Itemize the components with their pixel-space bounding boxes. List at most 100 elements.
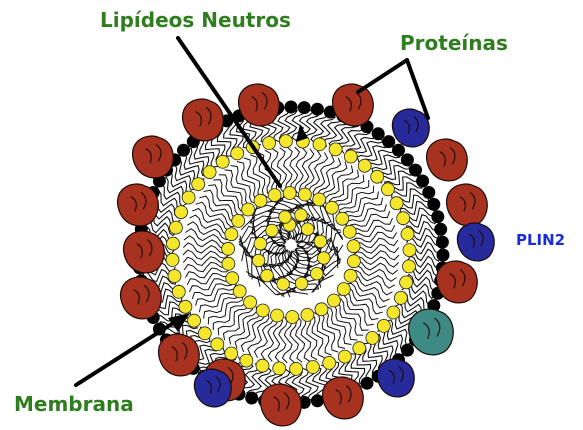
plin2-protein-body <box>377 359 414 397</box>
lipid-head <box>225 228 238 241</box>
membrane-headgroup <box>298 101 311 114</box>
lipid-head <box>401 228 414 241</box>
lipid-head <box>306 361 319 374</box>
lipid-head <box>347 240 360 253</box>
lipid-head <box>323 356 336 369</box>
lipid-head <box>403 260 416 273</box>
red-protein <box>447 184 488 226</box>
lipid-head <box>277 278 290 291</box>
lipid-head <box>313 138 326 151</box>
lipid-head <box>279 211 292 224</box>
lipid-head <box>394 291 407 304</box>
red-protein <box>124 231 165 273</box>
membrane-headgroup <box>372 127 385 140</box>
tail-line <box>296 317 305 363</box>
lipid-head <box>188 314 201 327</box>
red-protein-body <box>124 231 165 273</box>
membrane-headgroup <box>401 344 414 357</box>
lipid-head <box>225 347 238 360</box>
membrane-headgroup <box>437 249 450 262</box>
membrane-label: Membrana <box>14 394 134 414</box>
lipid-head <box>295 277 308 290</box>
lipid-head <box>192 178 205 191</box>
red-protein <box>183 99 224 141</box>
plin2-protein <box>392 109 429 147</box>
red-protein-body <box>447 184 488 226</box>
lipid-head <box>315 303 328 316</box>
lipid-head <box>211 338 224 351</box>
lipid-head <box>263 137 276 150</box>
lipid-head <box>256 304 269 317</box>
lipid-head <box>301 308 314 321</box>
lipid-head <box>343 225 356 238</box>
lipid-head <box>216 155 229 168</box>
tail-line <box>348 279 390 301</box>
lipid-head <box>231 147 244 160</box>
membrane-headgroup <box>392 144 405 157</box>
membrane-headgroup <box>245 392 258 405</box>
membrane-headgroup <box>285 101 298 114</box>
lipid-head <box>318 252 331 265</box>
red-protein-body <box>159 334 200 376</box>
tail-line <box>187 272 231 285</box>
lipid-head <box>311 267 324 280</box>
membrane-headgroup <box>311 103 324 116</box>
plin2-protein-body <box>194 369 231 407</box>
tail-line <box>326 306 352 344</box>
proteins-label: Proteínas <box>400 33 508 53</box>
lipid-head <box>286 311 299 324</box>
lipid-head <box>182 191 195 204</box>
red-protein-body <box>323 377 364 419</box>
lipid-head <box>314 235 327 248</box>
plin2-protein-body <box>457 223 494 261</box>
lipid-head <box>347 255 360 268</box>
lipid-head <box>313 193 326 206</box>
lipid-head <box>203 166 216 179</box>
lipid-head <box>327 294 340 307</box>
red-protein-body <box>183 99 224 141</box>
lipid-head <box>353 342 366 355</box>
lipid-head <box>232 214 245 227</box>
lipid-head <box>371 170 384 183</box>
membrane-headgroup <box>436 236 449 249</box>
teal-protein <box>409 309 454 355</box>
lipid-head <box>377 319 390 332</box>
plin2-protein <box>377 359 414 397</box>
membrane-headgroup <box>177 144 190 157</box>
membrane-headgroup <box>434 223 447 236</box>
tail-line <box>192 209 234 231</box>
lipid-head <box>244 296 257 309</box>
red-protein-body <box>261 384 302 426</box>
membrane-headgroup <box>401 153 414 166</box>
membrane-headgroup <box>361 377 374 390</box>
tail-line <box>313 155 334 198</box>
lipid-head <box>240 354 253 367</box>
lipid-head <box>337 283 350 296</box>
lipid-head <box>271 309 284 322</box>
red-protein <box>427 139 468 181</box>
lipid-head <box>167 237 180 250</box>
lipid-head <box>268 189 281 202</box>
lipid-head <box>298 188 311 201</box>
red-protein-body <box>118 184 159 226</box>
lipid-head <box>261 269 274 282</box>
membrane-headgroup <box>422 186 435 199</box>
lipid-head <box>381 183 394 196</box>
lipid-head <box>273 362 286 375</box>
red-protein-body <box>121 277 162 319</box>
lipid-head <box>400 276 413 289</box>
tail-line <box>299 149 313 194</box>
lipid-head <box>358 159 371 172</box>
plin2-protein <box>457 223 494 261</box>
lipid-head <box>233 285 246 298</box>
plin2-protein <box>194 369 231 407</box>
tail-line <box>301 316 311 361</box>
lipid-head <box>338 350 351 363</box>
lipid-head <box>295 209 308 222</box>
red-protein <box>118 184 159 226</box>
red-protein <box>323 377 364 419</box>
lipid-head <box>290 362 303 375</box>
membrane-headgroup <box>409 164 422 177</box>
